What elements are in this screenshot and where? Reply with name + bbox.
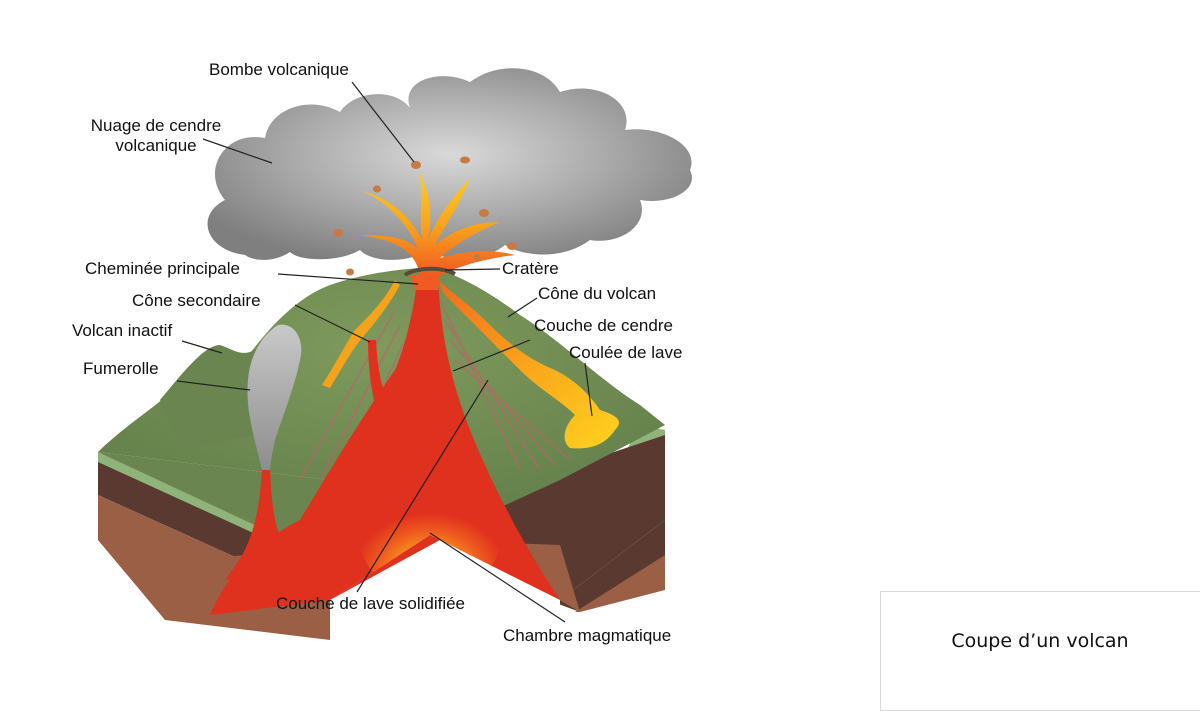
label-cratere: Cratère	[502, 259, 559, 278]
lava-flows	[322, 280, 620, 449]
magma-conduit	[210, 275, 560, 620]
leader-lines	[176, 81, 593, 623]
label-nuage-line1: Nuage de cendre	[90, 116, 222, 135]
label-nuage-de-cendre-volcanique: Nuage de cendre volcanique	[73, 116, 239, 156]
caption-title: Coupe d’un volcan	[951, 630, 1129, 652]
label-chambre-magmatique: Chambre magmatique	[503, 626, 672, 645]
label-cone-secondaire: Cône secondaire	[132, 291, 261, 310]
label-nuage-line2: volcanique	[115, 136, 197, 155]
label-fumerolle: Fumerolle	[83, 359, 159, 378]
fumerolle-smoke	[247, 324, 302, 470]
label-couche-de-cendre: Couche de cendre	[534, 316, 673, 335]
label-bombe-volcanique: Bombe volcanique	[209, 60, 349, 79]
ash-cloud	[207, 68, 692, 260]
label-cheminee-principale: Cheminée principale	[85, 259, 240, 278]
label-couche-de-lave-solidifiee: Couche de lave solidifiée	[276, 594, 466, 613]
volcanic-bombs	[333, 156, 517, 276]
caption-box: Coupe d’un volcan	[880, 591, 1200, 711]
label-coulee-de-lave: Coulée de lave	[569, 343, 683, 362]
crater	[403, 266, 456, 277]
label-volcan-inactif: Volcan inactif	[72, 321, 173, 340]
eruption-jet	[360, 170, 515, 290]
label-cone-du-volcan: Cône du volcan	[538, 284, 657, 303]
